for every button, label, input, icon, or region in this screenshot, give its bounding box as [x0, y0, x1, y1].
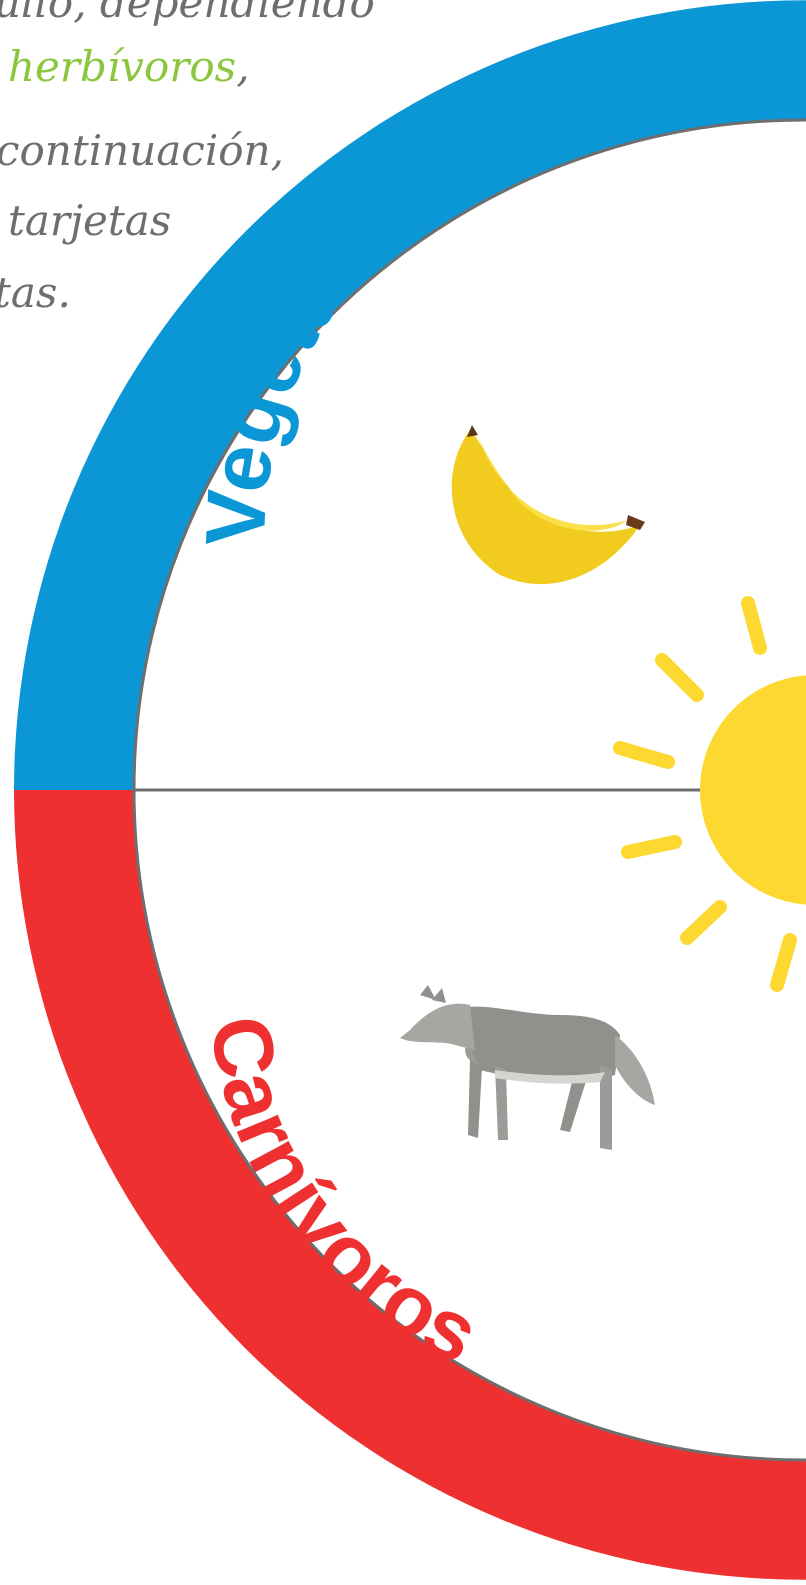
classification-wheel: Vegetales Carnívoros — [0, 0, 806, 1585]
worksheet: ullo, dependiendo herbívoros, continuaci… — [0, 0, 806, 1585]
